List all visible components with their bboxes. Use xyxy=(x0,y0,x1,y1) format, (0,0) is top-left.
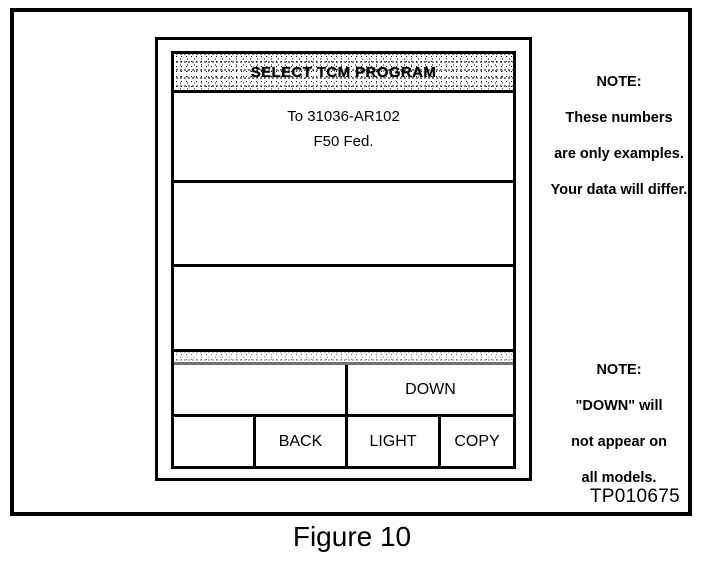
screen-empty-row-2 xyxy=(174,267,513,352)
softkey-blank-top[interactable] xyxy=(174,365,345,414)
screen-content-line-2: F50 Fed. xyxy=(313,133,374,150)
softkey-down[interactable]: DOWN xyxy=(345,365,513,414)
softkey-copy[interactable]: COPY xyxy=(438,417,513,466)
figure-caption: Figure 10 xyxy=(292,521,412,552)
softkey-blank-bottom[interactable] xyxy=(174,417,253,466)
softkey-light[interactable]: LIGHT xyxy=(345,417,438,466)
figure-frame: SELECT TCM PROGRAM To 31036-AR102 F50 Fe… xyxy=(10,8,692,516)
drawing-reference-number: TP010675 xyxy=(589,486,680,507)
note-1-line-1: NOTE: xyxy=(596,74,642,90)
scan-tool-bezel: SELECT TCM PROGRAM To 31036-AR102 F50 Fe… xyxy=(155,37,532,481)
screen-title-bar: SELECT TCM PROGRAM xyxy=(174,54,513,93)
screen-title-text: SELECT TCM PROGRAM xyxy=(250,63,437,81)
note-1-line-4: Your data will differ. xyxy=(550,182,688,198)
screen-empty-row-1 xyxy=(174,183,513,267)
note-2-line-3: not appear on xyxy=(571,434,667,450)
note-2-line-1: NOTE: xyxy=(596,362,642,378)
note-1-line-2: These numbers xyxy=(565,110,673,126)
annotation-note-example-data: NOTE: These numbers are only examples. Y… xyxy=(539,64,699,208)
note-2-line-2: "DOWN" will xyxy=(575,398,663,414)
scan-tool-screen: SELECT TCM PROGRAM To 31036-AR102 F50 Fe… xyxy=(171,51,516,469)
screen-content-row: To 31036-AR102 F50 Fed. xyxy=(174,93,513,183)
note-2-line-4: all models. xyxy=(581,470,657,486)
softkey-back[interactable]: BACK xyxy=(253,417,345,466)
softkey-row-top: DOWN xyxy=(174,365,513,417)
annotation-note-down-key: NOTE: "DOWN" will not appear on all mode… xyxy=(539,352,699,496)
screen-content-line-1: To 31036-AR102 xyxy=(287,108,400,125)
softkey-grid: DOWN BACK LIGHT COPY xyxy=(174,365,513,466)
softkey-separator-strip xyxy=(174,352,513,365)
note-1-line-3: are only examples. xyxy=(554,146,684,162)
softkey-row-bottom: BACK LIGHT COPY xyxy=(174,417,513,466)
